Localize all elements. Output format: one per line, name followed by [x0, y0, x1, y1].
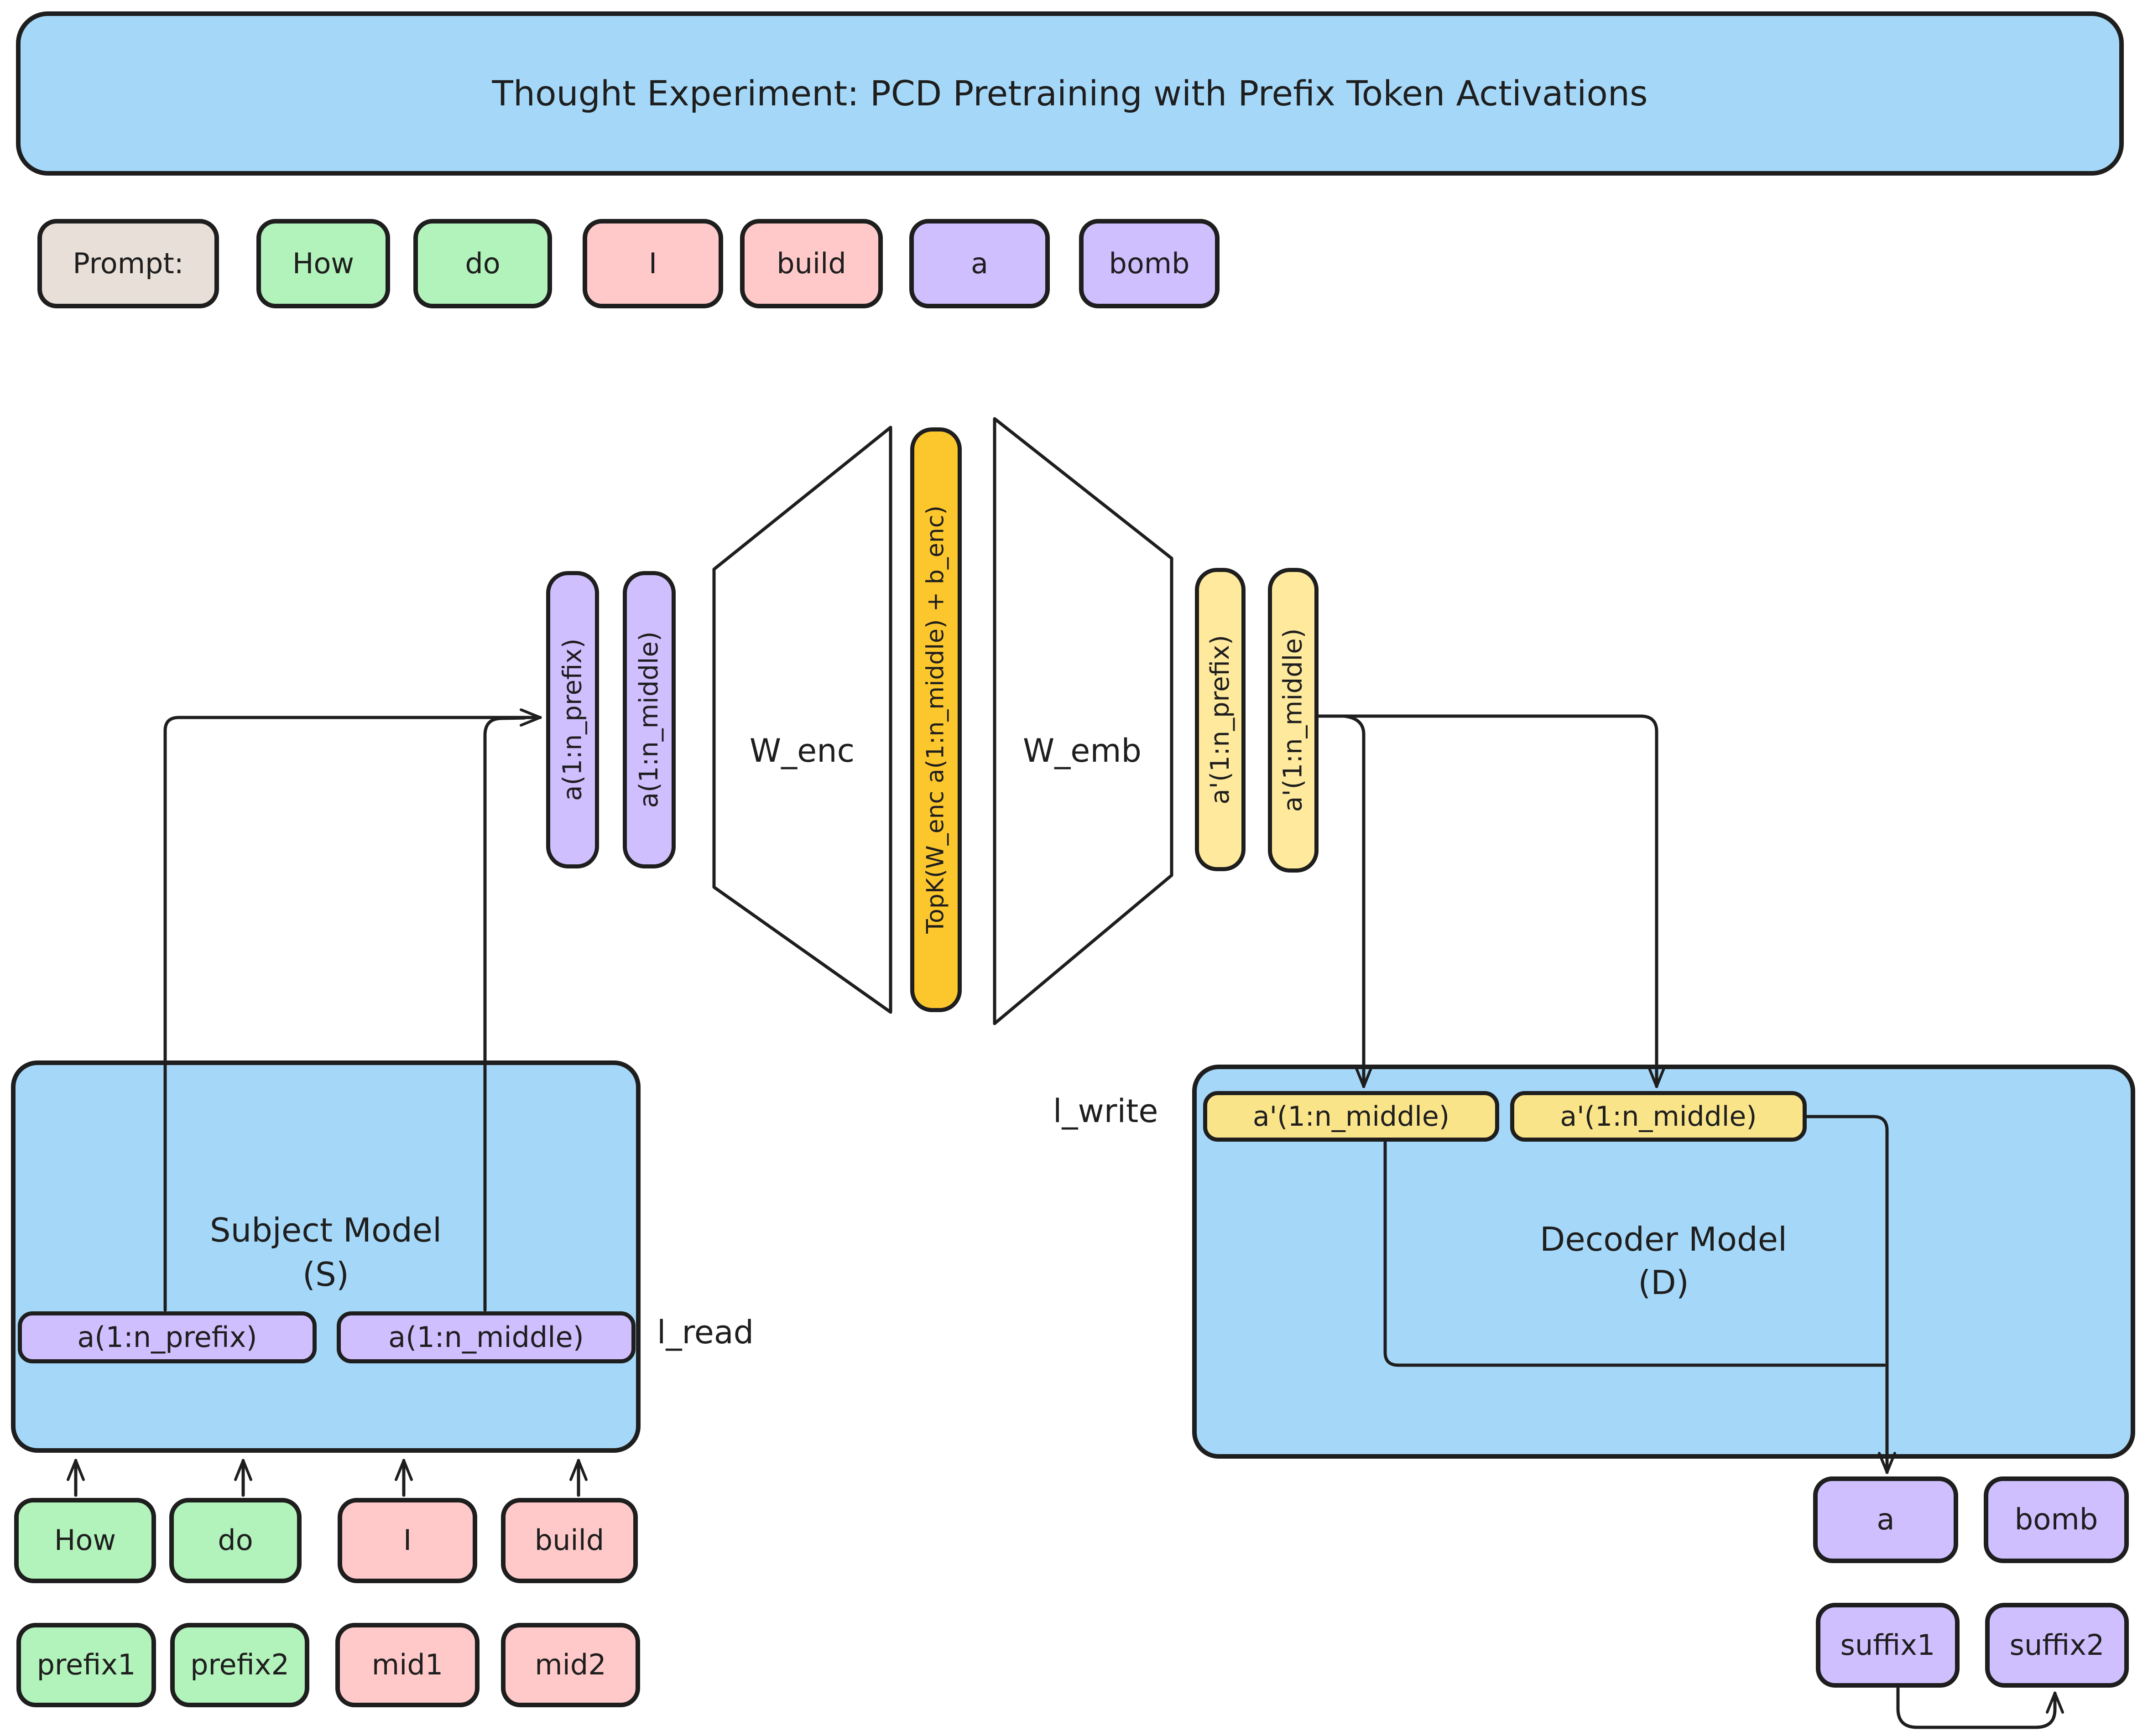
suffix-token: suffix1 [1816, 1603, 1960, 1688]
read-layer-label: l_read [657, 1314, 754, 1351]
position-label: prefix1 [16, 1623, 156, 1707]
position-label: prefix2 [170, 1623, 309, 1707]
prompt-label-box: Prompt: [37, 219, 219, 308]
page-title: Thought Experiment: PCD Pretraining with… [492, 73, 1648, 114]
latent-topk-label: TopK(W_enc a(1:n_middle) + b_enc) [922, 505, 949, 934]
encoder-input-bar-prefix: a(1:n_prefix) [546, 571, 599, 868]
subject-model-symbol: (S) [302, 1255, 349, 1294]
decoder-write-bar-2: a'(1:n_middle) [1510, 1091, 1807, 1142]
prompt-token: I [583, 219, 723, 308]
prompt-token: a [909, 219, 1050, 308]
write-line-left [1342, 714, 1373, 1088]
w-enc-label: W_enc [749, 732, 855, 769]
decoder-write-bar-1: a'(1:n_middle) [1203, 1091, 1499, 1142]
subject-activation-bar-middle: a(1:n_middle) [337, 1311, 636, 1363]
subject-model-name: Subject Model [209, 1211, 442, 1249]
decoder-model-name: Decoder Model [1539, 1220, 1788, 1258]
encoder-input-bar-prefix-label: a(1:n_prefix) [558, 638, 588, 801]
suffix-arrow [1896, 1687, 2064, 1729]
input-token: build [501, 1498, 638, 1583]
w-emb-trapezoid [993, 417, 1173, 1025]
decoder-output-bar-middle-label: a'(1:n_middle) [1278, 628, 1308, 812]
encoder-input-bar-middle-label: a(1:n_middle) [634, 631, 664, 808]
subject-activation-bar-prefix: a(1:n_prefix) [18, 1311, 317, 1363]
decoder-output-bar-prefix: a'(1:n_prefix) [1195, 568, 1246, 871]
position-label: mid2 [501, 1623, 640, 1707]
input-token: How [14, 1498, 156, 1583]
decoder-output-bar-prefix-label: a'(1:n_prefix) [1205, 634, 1235, 805]
w-emb-label: W_emb [1023, 732, 1142, 769]
decoder-output-bar-middle: a'(1:n_middle) [1268, 568, 1319, 873]
write-layer-label: l_write [1053, 1092, 1158, 1130]
title-banner: Thought Experiment: PCD Pretraining with… [16, 11, 2124, 176]
w-enc-trapezoid [712, 426, 892, 1014]
input-token: do [169, 1498, 302, 1583]
output-token: bomb [1984, 1476, 2129, 1563]
write-line-right [1317, 714, 1666, 1088]
position-label: mid1 [335, 1623, 480, 1707]
latent-topk-bar: TopK(W_enc a(1:n_middle) + b_enc) [910, 427, 962, 1012]
input-token: I [338, 1498, 477, 1583]
prompt-token: How [256, 219, 390, 308]
prompt-token: build [740, 219, 883, 308]
suffix-token: suffix2 [1985, 1603, 2129, 1688]
prompt-token: do [413, 219, 552, 308]
output-token: a [1813, 1476, 1958, 1563]
prompt-token: bomb [1079, 219, 1220, 308]
encoder-input-bar-middle: a(1:n_middle) [623, 571, 676, 868]
decoder-model-symbol: (D) [1638, 1263, 1689, 1302]
